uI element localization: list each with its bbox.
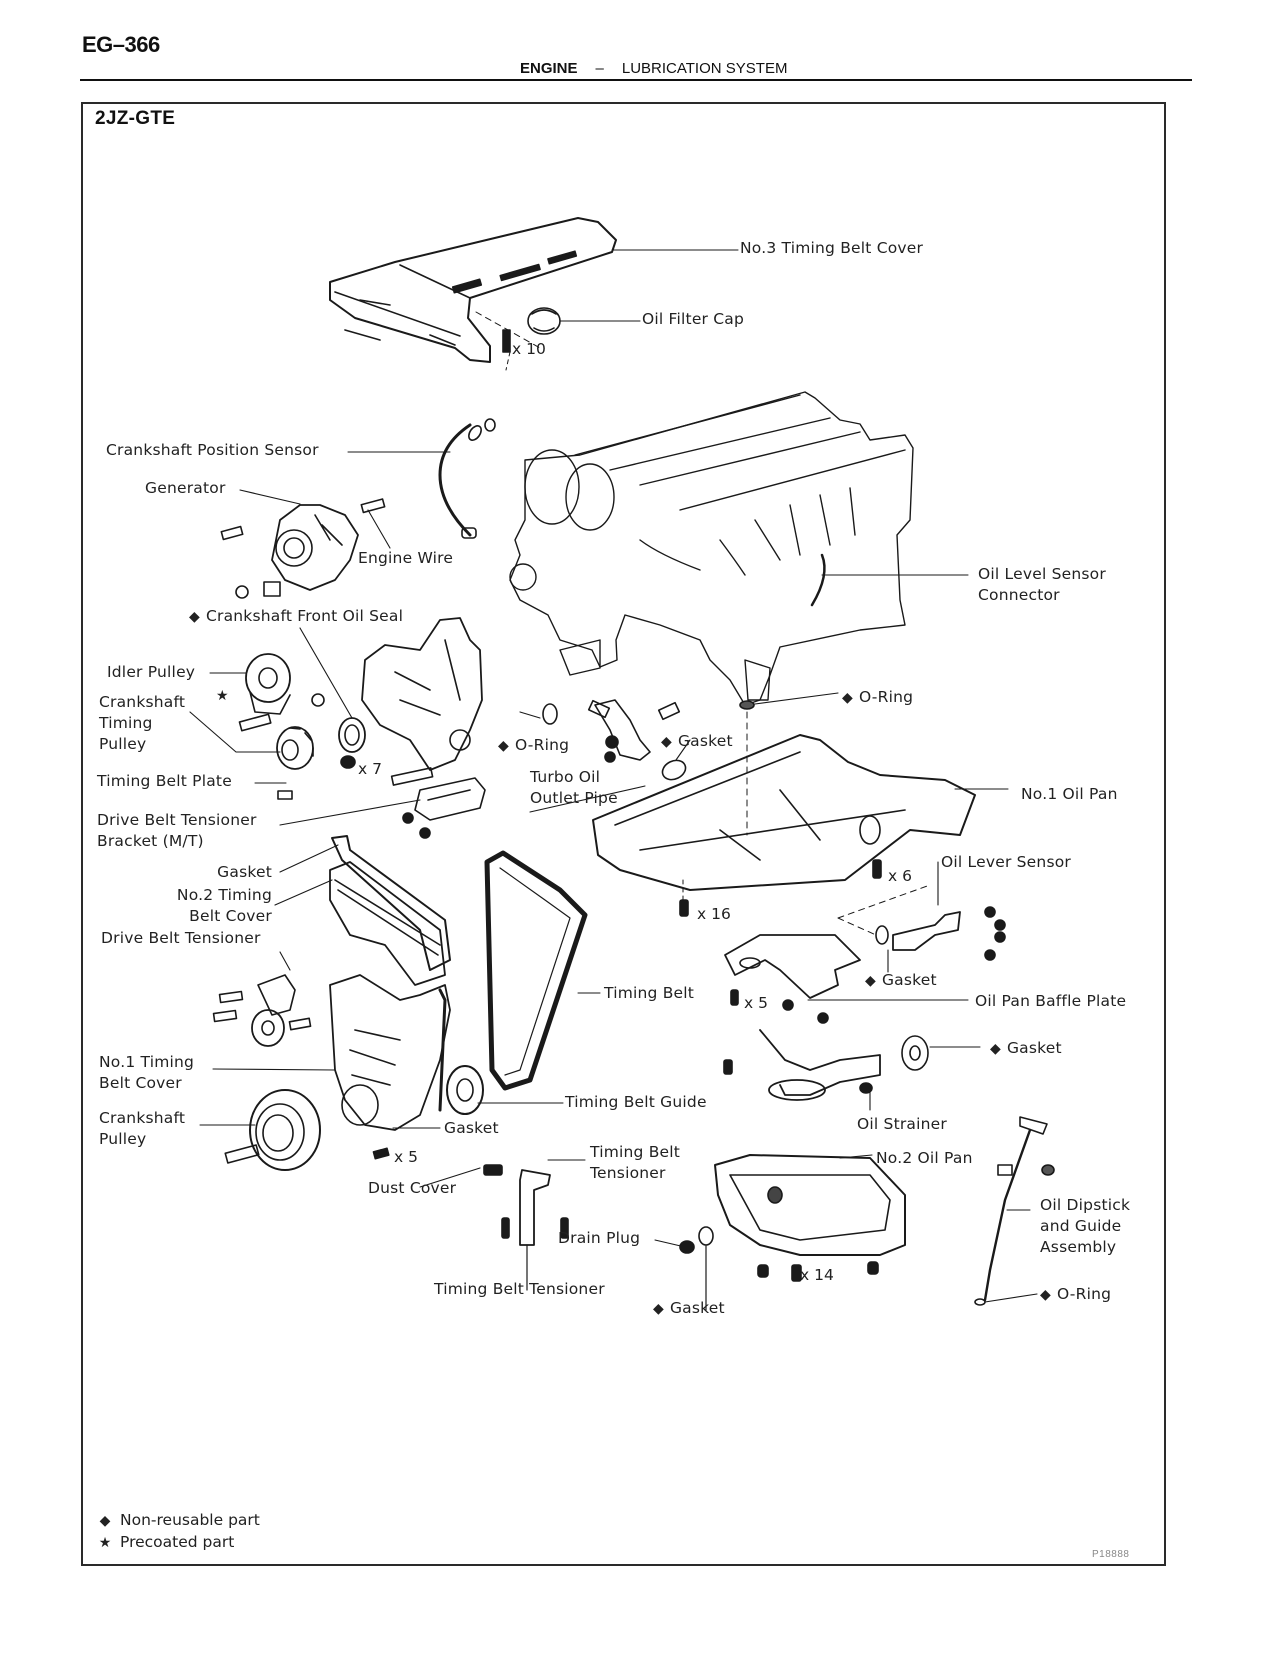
section-header: ENGINE – LUBRICATION SYSTEM (520, 60, 787, 77)
engine-code: 2JZ-GTE (95, 108, 176, 129)
label-gasket-no2-cover: Gasket (217, 863, 272, 881)
no2-timing-belt-cover-part (329, 835, 451, 986)
label-timing-belt-plate: Timing Belt Plate (97, 772, 232, 790)
legend-item-precoated: ★Precoated part (96, 1532, 260, 1554)
timing-belt-tensioner-part (372, 1147, 569, 1291)
symbol-legend: ◆Non-reusable part ★Precoated part (96, 1510, 260, 1554)
non-reusable-diamond-icon: ◆ (842, 690, 853, 706)
label-oil-pan-baffle-plate: Oil Pan Baffle Plate (975, 992, 1127, 1010)
label-timing-belt: Timing Belt (604, 984, 695, 1002)
label-oil-level-sensor-connector: Oil Level Sensor Connector (978, 565, 1106, 604)
non-reusable-diamond-icon: ◆ (661, 734, 672, 750)
drain-plug-part (679, 1226, 714, 1311)
precoated-star-icon: ★ (216, 688, 229, 704)
qty-oil-pump-bolts: x 7 (358, 760, 382, 778)
label-drive-belt-tensioner: Drive Belt Tensioner (101, 929, 261, 947)
qty-baffle-nuts: x 5 (744, 994, 768, 1012)
label-gasket-sensor: ◆Gasket (865, 970, 937, 992)
label-drain-plug: Drain Plug (558, 1229, 641, 1247)
qty-timing-cover-bolts: x 5 (394, 1148, 418, 1166)
figure-code: P18888 (1092, 1549, 1130, 1560)
label-turbo-oil-outlet-pipe: Turbo Oil Outlet Pipe (530, 768, 618, 807)
label-crankshaft-front-oil-seal: ◆Crankshaft Front Oil Seal (189, 606, 403, 628)
drive-belt-tensioner-part (212, 974, 312, 1047)
page-number: EG–366 (82, 32, 160, 57)
qty-oil-pan-bolts-6: x 6 (888, 867, 912, 885)
oil-pan-baffle-plate-part (724, 934, 861, 1024)
oil-strainer-part (723, 1029, 929, 1101)
drive-belt-tensioner-bracket-part (402, 777, 486, 839)
crankshaft-timing-pulley-part (276, 726, 314, 770)
label-o-ring-oil-pan: ◆O-Ring (842, 687, 913, 709)
section-subtitle: LUBRICATION SYSTEM (621, 60, 788, 77)
legend-item-non-reusable: ◆Non-reusable part (96, 1510, 260, 1532)
oil-filter-cap-part (527, 307, 561, 335)
label-o-ring-oil-pump: ◆O-Ring (498, 735, 569, 757)
turbo-oil-outlet-pipe-part (542, 699, 687, 781)
label-no3-timing-belt-cover: No.3 Timing Belt Cover (740, 239, 924, 257)
label-oil-lever-sensor: Oil Lever Sensor (941, 853, 1071, 871)
label-o-ring-dipstick: ◆O-Ring (1040, 1284, 1111, 1306)
non-reusable-diamond-icon: ◆ (990, 1041, 1001, 1057)
oil-lever-sensor-part (837, 884, 1006, 961)
no3-timing-belt-cover-part (329, 217, 617, 363)
label-drive-belt-tensioner-bracket: Drive Belt Tensioner Bracket (M/T) (97, 811, 257, 850)
label-engine-wire: Engine Wire (358, 549, 454, 567)
cover-bolt-part (475, 311, 541, 371)
label-generator: Generator (145, 479, 226, 497)
label-oil-filter-cap: Oil Filter Cap (642, 310, 745, 328)
qty-cover-bolts: x 10 (512, 340, 546, 358)
figure-frame (81, 102, 1166, 1566)
label-no2-timing-belt-cover: No.2 Timing Belt Cover (176, 886, 272, 925)
label-dust-cover: Dust Cover (368, 1179, 457, 1197)
label-gasket-no1-cover: Gasket (444, 1119, 499, 1137)
label-oil-dipstick-and-guide-assembly: Oil Dipstick and Guide Assembly (1040, 1196, 1131, 1256)
label-crankshaft-pulley: Crankshaft Pulley (99, 1109, 186, 1148)
header-rule (80, 79, 1192, 81)
non-reusable-diamond-icon: ◆ (189, 609, 200, 625)
label-gasket-strainer: ◆Gasket (990, 1038, 1062, 1060)
non-reusable-diamond-icon: ◆ (1040, 1287, 1051, 1303)
label-timing-belt-guide: Timing Belt Guide (565, 1093, 707, 1111)
label-no2-oil-pan: No.2 Oil Pan (876, 1149, 973, 1167)
label-no1-timing-belt-cover: No.1 Timing Belt Cover (99, 1053, 195, 1092)
label-oil-strainer: Oil Strainer (857, 1115, 947, 1133)
no2-oil-pan-part (714, 1154, 906, 1282)
timing-belt-part (484, 850, 588, 1091)
idler-pulley-part (238, 653, 325, 732)
label-crankshaft-timing-pulley: Crankshaft Timing Pulley (99, 693, 186, 753)
non-reusable-diamond-icon: ◆ (498, 738, 509, 754)
generator-part (220, 498, 386, 599)
precoated-star-icon: ★ (98, 1535, 112, 1551)
oil-pump-bolts (277, 755, 434, 800)
timing-belt-guide-part (446, 1065, 484, 1115)
label-crankshaft-position-sensor: Crankshaft Position Sensor (106, 441, 319, 459)
engine-block-part (509, 391, 914, 706)
qty-no2-oil-pan-bolts: x 14 (800, 1266, 834, 1284)
non-reusable-diamond-icon: ◆ (653, 1301, 664, 1317)
oil-pump-part (361, 617, 483, 771)
no1-oil-pan-part (592, 700, 976, 917)
label-gasket-turbo: ◆Gasket (661, 731, 733, 753)
non-reusable-diamond-icon: ◆ (99, 1513, 111, 1529)
label-no1-oil-pan: No.1 Oil Pan (1021, 785, 1118, 803)
label-idler-pulley: Idler Pulley (107, 663, 196, 681)
crankshaft-front-oil-seal-part (338, 717, 366, 753)
non-reusable-diamond-icon: ◆ (865, 973, 876, 989)
qty-oil-pan-bolts-16: x 16 (697, 905, 731, 923)
label-timing-belt-tensioner-upper: Timing Belt Tensioner (590, 1143, 681, 1182)
label-timing-belt-tensioner-lower: Timing Belt Tensioner (434, 1280, 605, 1298)
crankshaft-pulley-part (224, 1089, 321, 1171)
section-title: ENGINE (520, 60, 578, 77)
label-gasket-drain: ◆Gasket (653, 1298, 725, 1320)
crankshaft-position-sensor-part (438, 418, 496, 539)
section-separator: – (595, 60, 604, 77)
no1-timing-belt-cover-part (329, 974, 451, 1131)
leader-lines (189, 249, 1038, 1303)
